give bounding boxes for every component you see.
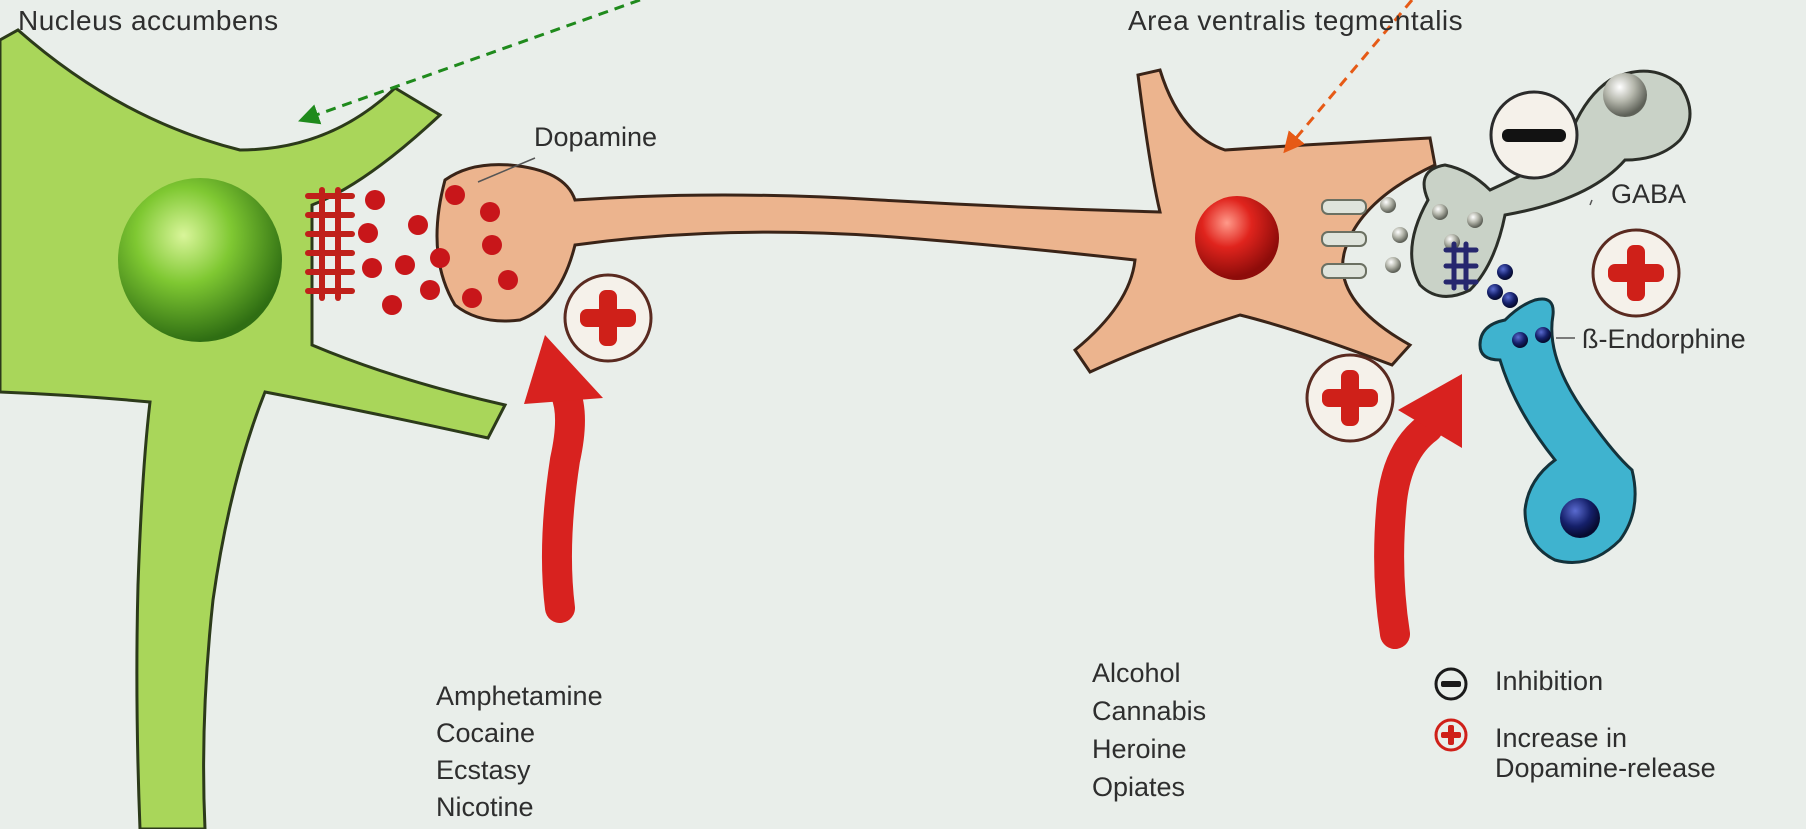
drug-item: Nicotine bbox=[436, 792, 534, 822]
drug-item: Alcohol bbox=[1092, 658, 1181, 688]
drug-item: Cannabis bbox=[1092, 696, 1206, 726]
inhibition-sign bbox=[1491, 92, 1577, 178]
gaba-cell-body bbox=[1603, 73, 1647, 117]
drug-item: Amphetamine bbox=[436, 681, 603, 711]
plus-sign-gaba bbox=[1593, 230, 1679, 316]
label-endorphine: ß-Endorphine bbox=[1582, 324, 1746, 354]
plus-sign-ventral bbox=[1307, 355, 1393, 441]
label-gaba: GABA bbox=[1611, 179, 1686, 209]
legend-inhibition: Inhibition bbox=[1495, 666, 1603, 696]
region-label-nucleus-accumbens: Nucleus accumbens bbox=[18, 5, 279, 36]
legend-increase-line2: Dopamine-release bbox=[1495, 753, 1716, 783]
endorphin-cell-body bbox=[1560, 498, 1600, 538]
label-dopamine: Dopamine bbox=[534, 122, 657, 152]
drug-item: Cocaine bbox=[436, 718, 535, 748]
drug-item: Heroine bbox=[1092, 734, 1187, 764]
gaba-receptors bbox=[1322, 200, 1366, 278]
drug-item: Opiates bbox=[1092, 772, 1185, 802]
plus-sign-dopamine-release bbox=[565, 275, 651, 361]
region-label-area-ventralis: Area ventralis tegmentalis bbox=[1128, 5, 1463, 36]
nucleus-cell-body bbox=[118, 178, 282, 342]
dopamine-neuron-cell-body bbox=[1195, 196, 1279, 280]
drug-item: Ecstasy bbox=[436, 755, 531, 785]
legend-increase-line1: Increase in bbox=[1495, 723, 1627, 753]
endorphin-receptors bbox=[1446, 244, 1476, 288]
